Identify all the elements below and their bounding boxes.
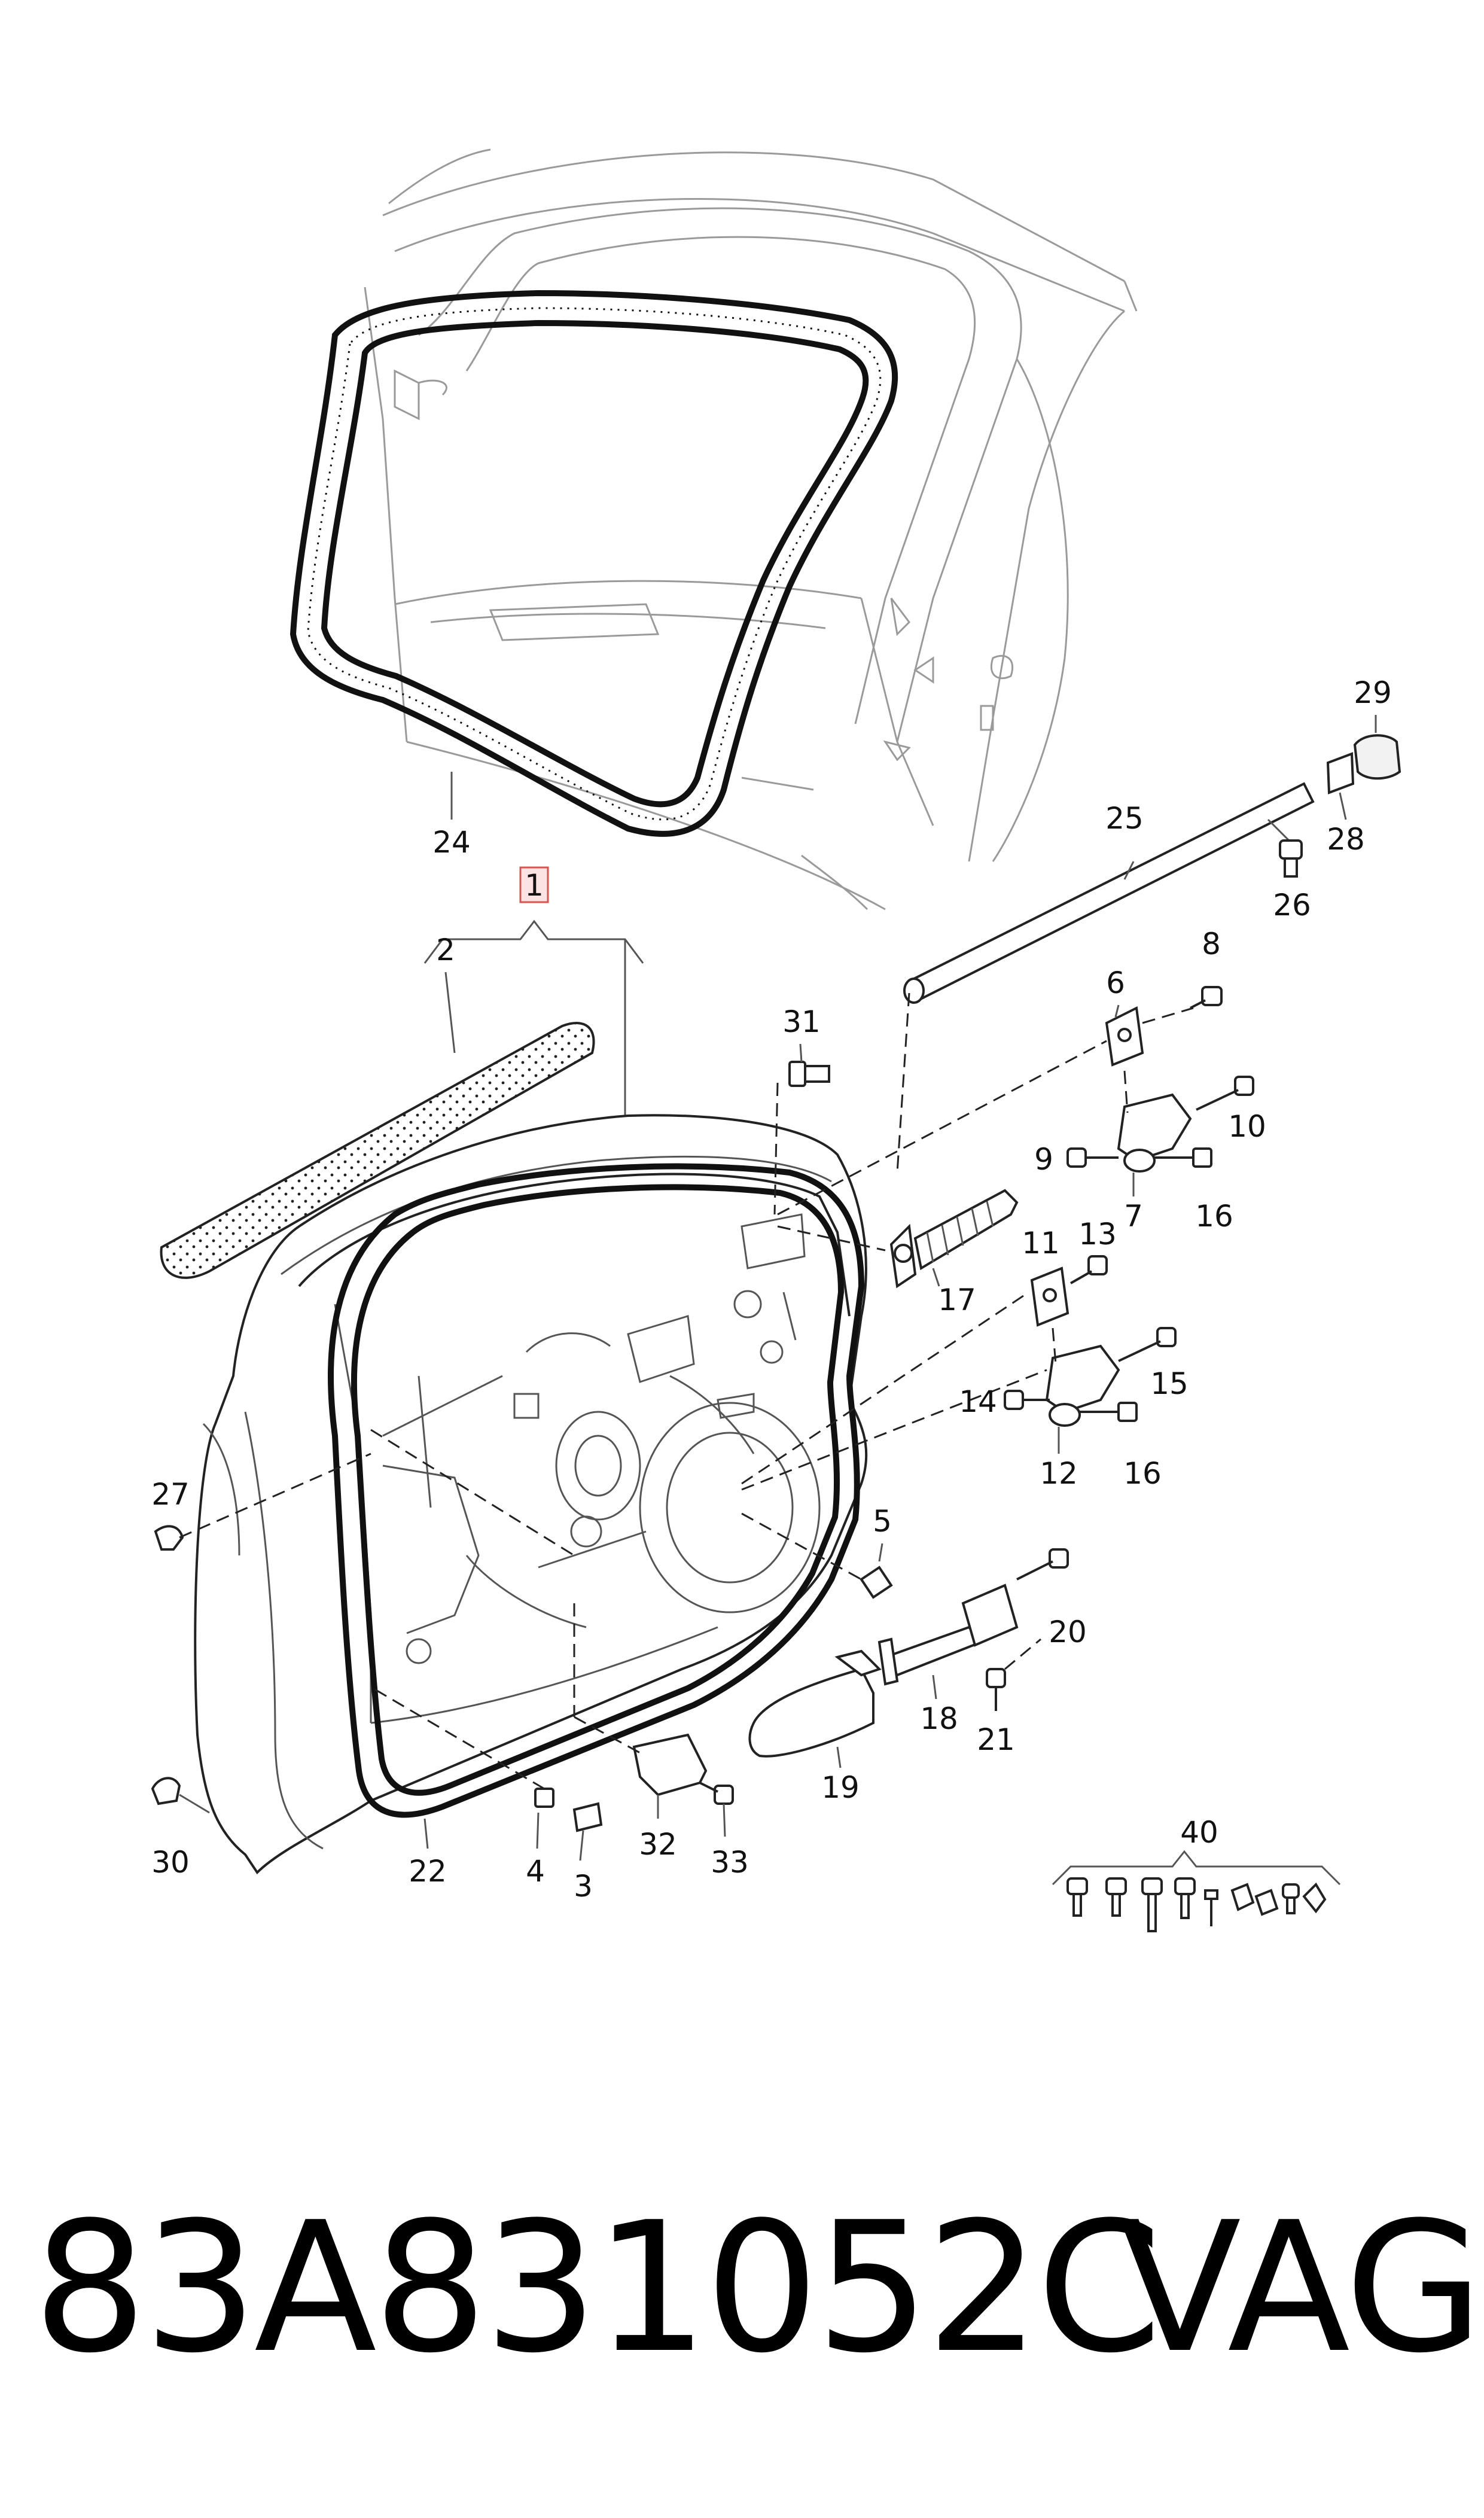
upper-hinge-11	[1030, 1266, 1069, 1327]
door-shell	[194, 1114, 868, 1875]
callout-12: 12	[1040, 1456, 1078, 1491]
bolt-13	[1070, 1255, 1108, 1284]
kit-clip-7	[1254, 1889, 1279, 1916]
callout-28: 28	[1327, 822, 1365, 857]
callout-26: 26	[1273, 888, 1311, 922]
callout-10: 10	[1228, 1109, 1266, 1144]
bolt-10	[1196, 1076, 1254, 1111]
stop-housing-19	[748, 1649, 882, 1768]
door-opening-seal-24	[290, 290, 898, 837]
callout-6: 6	[1106, 966, 1125, 1000]
bolt-31	[773, 1043, 830, 1215]
callout-31: 31	[782, 1004, 821, 1039]
callout-9: 9	[1034, 1142, 1053, 1177]
callout-33: 33	[711, 1845, 749, 1880]
bolt-15	[1118, 1327, 1177, 1362]
door-seal-22	[328, 1163, 865, 1849]
part-1-group	[423, 866, 644, 1125]
callout-20: 20	[1049, 1615, 1087, 1649]
bolt-20	[1016, 1548, 1069, 1581]
bolt-14	[1004, 1390, 1050, 1410]
callout-8: 8	[1202, 927, 1221, 961]
door-stop-18	[877, 1584, 1019, 1700]
callout-2: 2	[436, 933, 455, 967]
lower-hinge-part-7	[1117, 1070, 1192, 1196]
callout-11: 11	[1022, 1226, 1060, 1260]
callout-22: 22	[409, 1854, 447, 1889]
body-shell	[364, 148, 1138, 911]
upper-seal-25	[896, 782, 1315, 1173]
callout-25: 25	[1105, 801, 1144, 836]
callout-13: 13	[1078, 1217, 1117, 1252]
callout-1: 1	[525, 868, 544, 903]
callout-4: 4	[526, 1854, 545, 1889]
callout-16-upper: 16	[1195, 1199, 1233, 1234]
callout-29: 29	[1354, 675, 1392, 710]
callout-30: 30	[151, 1845, 190, 1880]
bolt-21	[986, 1638, 1041, 1711]
kit-bolt-1	[1066, 1877, 1088, 1917]
callout-15: 15	[1150, 1366, 1189, 1401]
bolt-9	[1066, 1147, 1119, 1168]
clip-27	[154, 1453, 371, 1551]
callout-32: 32	[639, 1827, 677, 1862]
callout-27: 27	[151, 1477, 190, 1512]
clip-28	[1326, 752, 1355, 820]
kit-pin-5	[1204, 1889, 1218, 1926]
callout-14: 14	[959, 1384, 997, 1419]
callout-3: 3	[574, 1869, 593, 1904]
door-check-17	[777, 1189, 1019, 1289]
kit-bolt-3	[1141, 1877, 1163, 1932]
kit-clip-6	[1230, 1883, 1255, 1911]
bolt-8	[1142, 986, 1223, 1024]
callout-40: 40	[1180, 1815, 1218, 1850]
callout-18: 18	[920, 1701, 958, 1736]
callout-17: 17	[938, 1283, 976, 1317]
callout-labels: 1 2 3 4 5 6 7 8 9 10 11 12 13 14 15 16 1…	[151, 675, 1392, 1904]
callout-5: 5	[873, 1504, 892, 1539]
callout-19: 19	[821, 1770, 860, 1805]
brand-name: VAG	[1119, 2184, 1483, 2392]
kit-screw-8	[1282, 1883, 1300, 1914]
cap-16-lower	[1080, 1402, 1138, 1422]
kit-bolt-4	[1174, 1877, 1196, 1919]
hinge-axis-line	[777, 1040, 1107, 1216]
upper-hinge-6	[1105, 1004, 1144, 1067]
callout-7: 7	[1124, 1199, 1143, 1234]
plug-4	[370, 1686, 554, 1849]
clip-26	[1279, 839, 1303, 878]
clip-30	[151, 1777, 210, 1814]
cap-16-upper	[1154, 1147, 1212, 1168]
parts-diagram: 1 2 3 4 5 6 7 8 9 10 11 12 13 14 15 16 1…	[151, 148, 1401, 1932]
cap-29	[1353, 715, 1401, 780]
screw-3	[572, 1802, 603, 1861]
callout-24: 24	[432, 825, 471, 860]
kit-clip-9	[1302, 1882, 1327, 1914]
callout-16-lower: 16	[1123, 1456, 1162, 1491]
bolt-33	[699, 1782, 734, 1837]
plug-5	[741, 1512, 893, 1599]
callout-21: 21	[977, 1722, 1015, 1757]
fastener-kit-40	[1052, 1850, 1341, 1932]
part-number: 83A831052C	[33, 2184, 1162, 2392]
kit-bolt-2	[1105, 1877, 1127, 1917]
window-trim-2	[160, 972, 595, 1279]
